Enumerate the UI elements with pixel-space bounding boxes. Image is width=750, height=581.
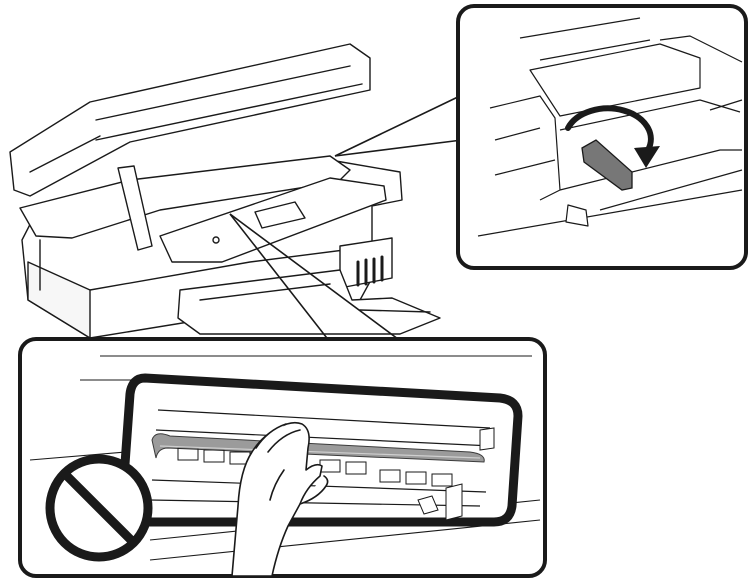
ink-tank-window bbox=[340, 238, 392, 288]
printer-illustration bbox=[10, 44, 440, 338]
prohibited-icon bbox=[50, 459, 148, 557]
detail-panel-lever bbox=[458, 6, 746, 268]
detail-panel-cable bbox=[20, 339, 545, 576]
